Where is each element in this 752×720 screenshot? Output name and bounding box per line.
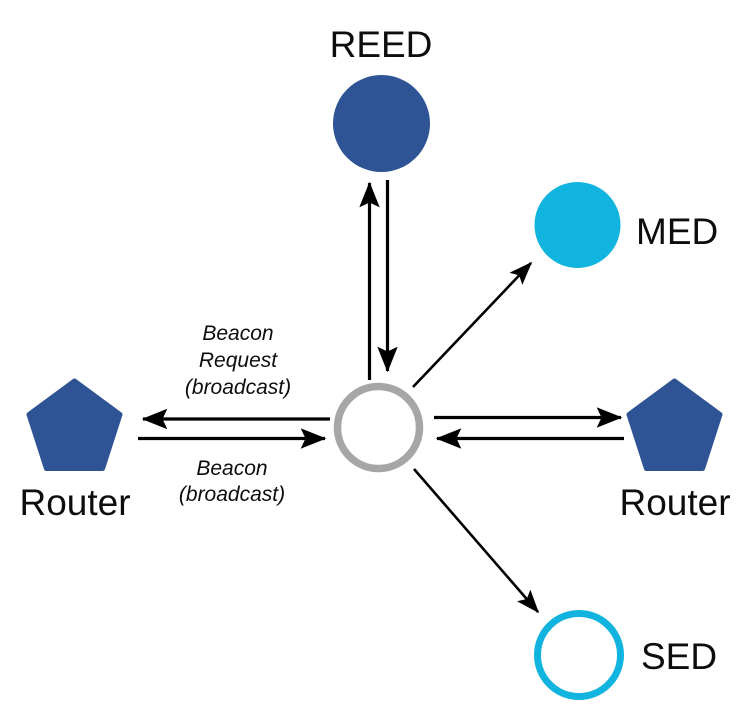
beacon-request-line-1: Beacon: [202, 322, 273, 345]
med-circle-icon: [534, 182, 621, 268]
router-left-pentagon-icon: [26, 378, 123, 471]
beacon-request-line-3: (broadcast): [185, 376, 291, 399]
reed-circle-icon: [333, 75, 430, 172]
reed-label: REED: [330, 24, 433, 65]
med-label: MED: [636, 211, 718, 252]
edge-label-beacon-request: Beacon Request (broadcast): [185, 322, 291, 399]
node-router-left[interactable]: Router: [19, 378, 131, 523]
router-right-label: Router: [619, 482, 730, 523]
beacon-line-2: (broadcast): [179, 483, 285, 506]
arrow-center-to-med: [412, 261, 533, 388]
node-med[interactable]: MED: [534, 182, 719, 268]
node-sed[interactable]: SED: [534, 610, 718, 700]
router-right-pentagon-icon: [626, 378, 723, 471]
beacon-line-1: Beacon: [196, 457, 267, 480]
node-center[interactable]: [333, 382, 424, 473]
center-circle-icon: [333, 382, 424, 473]
beacon-request-line-2: Request: [199, 349, 278, 372]
sed-label: SED: [641, 636, 717, 677]
node-router-right[interactable]: Router: [619, 378, 731, 523]
arrow-center-to-sed: [413, 468, 540, 614]
sed-circle-icon: [534, 610, 624, 700]
edge-label-beacon: Beacon (broadcast): [179, 457, 285, 506]
router-left-label: Router: [19, 482, 130, 523]
node-reed[interactable]: REED: [330, 24, 433, 172]
